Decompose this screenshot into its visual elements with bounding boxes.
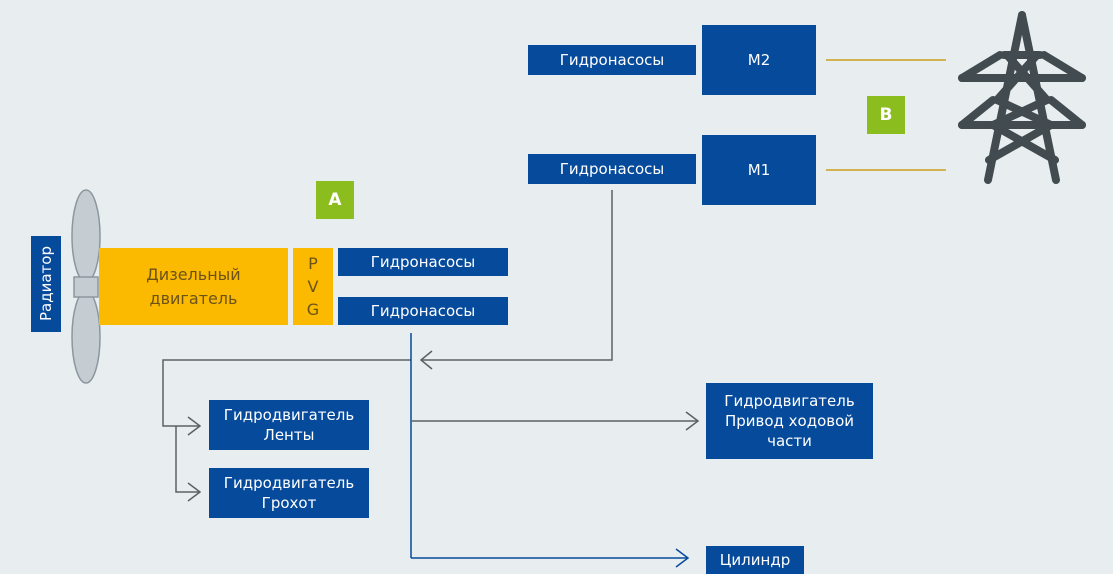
pvg-box: P V G (293, 248, 333, 325)
arrow-head-screen (187, 482, 202, 502)
engine-line-1: Дизельный (146, 264, 241, 284)
motor-m1-box: M1 (702, 135, 816, 205)
screen-branch-line (175, 426, 200, 493)
drive-motor-line-1: Гидродвигатель (724, 392, 855, 410)
arrow-head-belt (187, 416, 202, 436)
screen-motor-line-2: Грохот (261, 494, 317, 512)
pump-box-engine-upper: Гидронасосы (338, 248, 508, 276)
pump-box-m2: Гидронасосы (528, 45, 696, 75)
power-pylon-icon (958, 11, 1086, 184)
drive-motor-box: Гидродвигатель Привод ходовой части (706, 383, 873, 459)
badge-b: B (867, 96, 905, 134)
belt-motor-line-2: Ленты (263, 426, 315, 444)
screen-motor-box: Гидродвигатель Грохот (209, 468, 369, 518)
arrow-head-drive (685, 411, 700, 431)
radiator-label: Радиатор (31, 236, 61, 332)
arrow-head-cylinder (675, 548, 690, 568)
screen-motor-line-1: Гидродвигатель (223, 474, 355, 492)
belt-motor-box: Гидродвигатель Ленты (209, 400, 369, 450)
drive-motor-line-2: Привод ходовой (724, 412, 855, 430)
diesel-engine-box: Дизельный двигатель (99, 248, 288, 325)
pump-return-line (421, 190, 613, 361)
arrow-head-return (419, 350, 433, 370)
drive-motor-line-3: части (767, 432, 812, 450)
left-branch-line (162, 359, 411, 427)
pump-box-engine-lower: Гидронасосы (338, 297, 508, 325)
pvg-letter-g: G (306, 300, 320, 319)
belt-motor-line-1: Гидродвигатель (223, 406, 355, 424)
pvg-letter-p: P (308, 254, 318, 273)
engine-line-2: двигатель (149, 288, 238, 308)
cylinder-box: Цилиндр (706, 546, 804, 574)
fan-icon (71, 189, 101, 384)
badge-a: A (316, 181, 354, 219)
pump-box-m1: Гидронасосы (528, 154, 696, 184)
motor-m2-box: M2 (702, 25, 816, 95)
pvg-letter-v: V (307, 277, 319, 296)
